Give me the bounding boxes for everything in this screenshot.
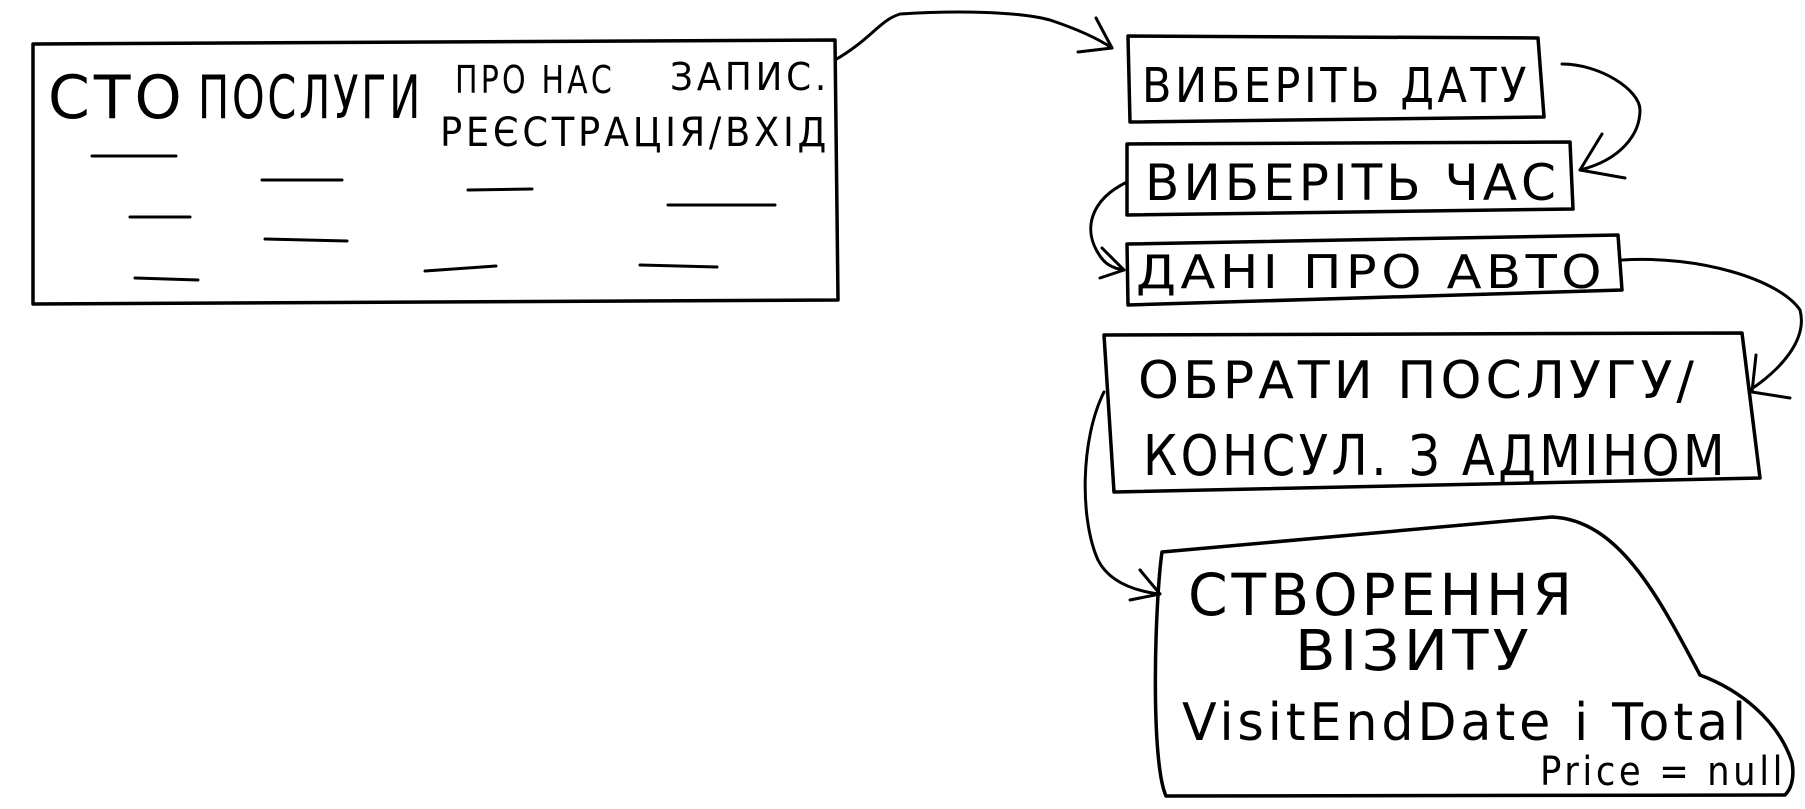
nav-logo: СТО [48, 63, 186, 133]
step-box [1125, 140, 1575, 217]
arrow-service-to-visit [1083, 390, 1160, 596]
arrowhead-icon [1750, 353, 1792, 400]
nav-services: ПОСЛУГИ [198, 63, 423, 133]
step-create-visit-line1: СТВОРЕННЯ [1188, 561, 1576, 629]
placeholder-line [466, 187, 534, 192]
step-create-visit: СТВОРЕННЯ ВІЗИТУ VisitEndDate і Total Pr… [1153, 515, 1795, 798]
nav-about: ПРО НАС [455, 58, 615, 102]
arrow-wireframe-to-date [833, 10, 1114, 62]
step-box [1125, 233, 1624, 307]
arrowhead-icon [1578, 132, 1627, 180]
step-choose-service-line1: ОБРАТИ ПОСЛУГУ/ [1138, 351, 1698, 411]
step-choose-service: ОБРАТИ ПОСЛУГУ/ КОНСУЛ. З АДМІНОМ [1102, 331, 1762, 494]
step-create-visit-line2: ВІЗИТУ [1295, 619, 1533, 684]
arrow-date-to-time [1560, 62, 1642, 172]
nav-booking: ЗАПИС. [670, 55, 830, 99]
wireframe-frame [31, 38, 840, 306]
step-select-date: ВИБЕРІТЬ ДАТУ [1126, 34, 1546, 124]
arrowhead-icon [1128, 568, 1162, 602]
placeholder-line [263, 237, 349, 243]
step-box [1153, 515, 1795, 798]
placeholder-line [133, 276, 200, 282]
step-select-time-label: ВИБЕРІТЬ ЧАС [1145, 154, 1560, 212]
step-create-visit-line3: VisitEndDate і Total [1182, 693, 1750, 753]
step-box [1102, 331, 1762, 494]
website-wireframe: СТО ПОСЛУГИ ПРО НАС ЗАПИС. РЕЄСТРАЦІЯ/ВХ… [31, 38, 840, 306]
arrow-car-to-service [1620, 257, 1803, 392]
step-select-time: ВИБЕРІТЬ ЧАС [1125, 140, 1575, 217]
booking-flow: ВИБЕРІТЬ ДАТУ ВИБЕРІТЬ ЧАС ДАНІ ПРО АВТО… [833, 10, 1803, 798]
step-box [1126, 34, 1546, 124]
step-select-date-label: ВИБЕРІТЬ ДАТУ [1142, 58, 1530, 114]
step-create-visit-line4: Price = null [1540, 749, 1786, 795]
step-car-data: ДАНІ ПРО АВТО [1125, 233, 1624, 307]
placeholder-line [638, 263, 719, 269]
flow-arrows [833, 10, 1803, 602]
step-car-data-label: ДАНІ ПРО АВТО [1136, 245, 1606, 299]
placeholder-line [423, 264, 498, 273]
step-choose-service-line2: КОНСУЛ. З АДМІНОМ [1143, 424, 1728, 489]
arrow-time-to-car [1089, 180, 1129, 272]
arrowhead-icon [1076, 16, 1114, 54]
placeholder-lines [90, 154, 777, 282]
nav-auth: РЕЄСТРАЦІЯ/ВХІД [440, 110, 830, 156]
arrowhead-icon [1098, 246, 1126, 280]
